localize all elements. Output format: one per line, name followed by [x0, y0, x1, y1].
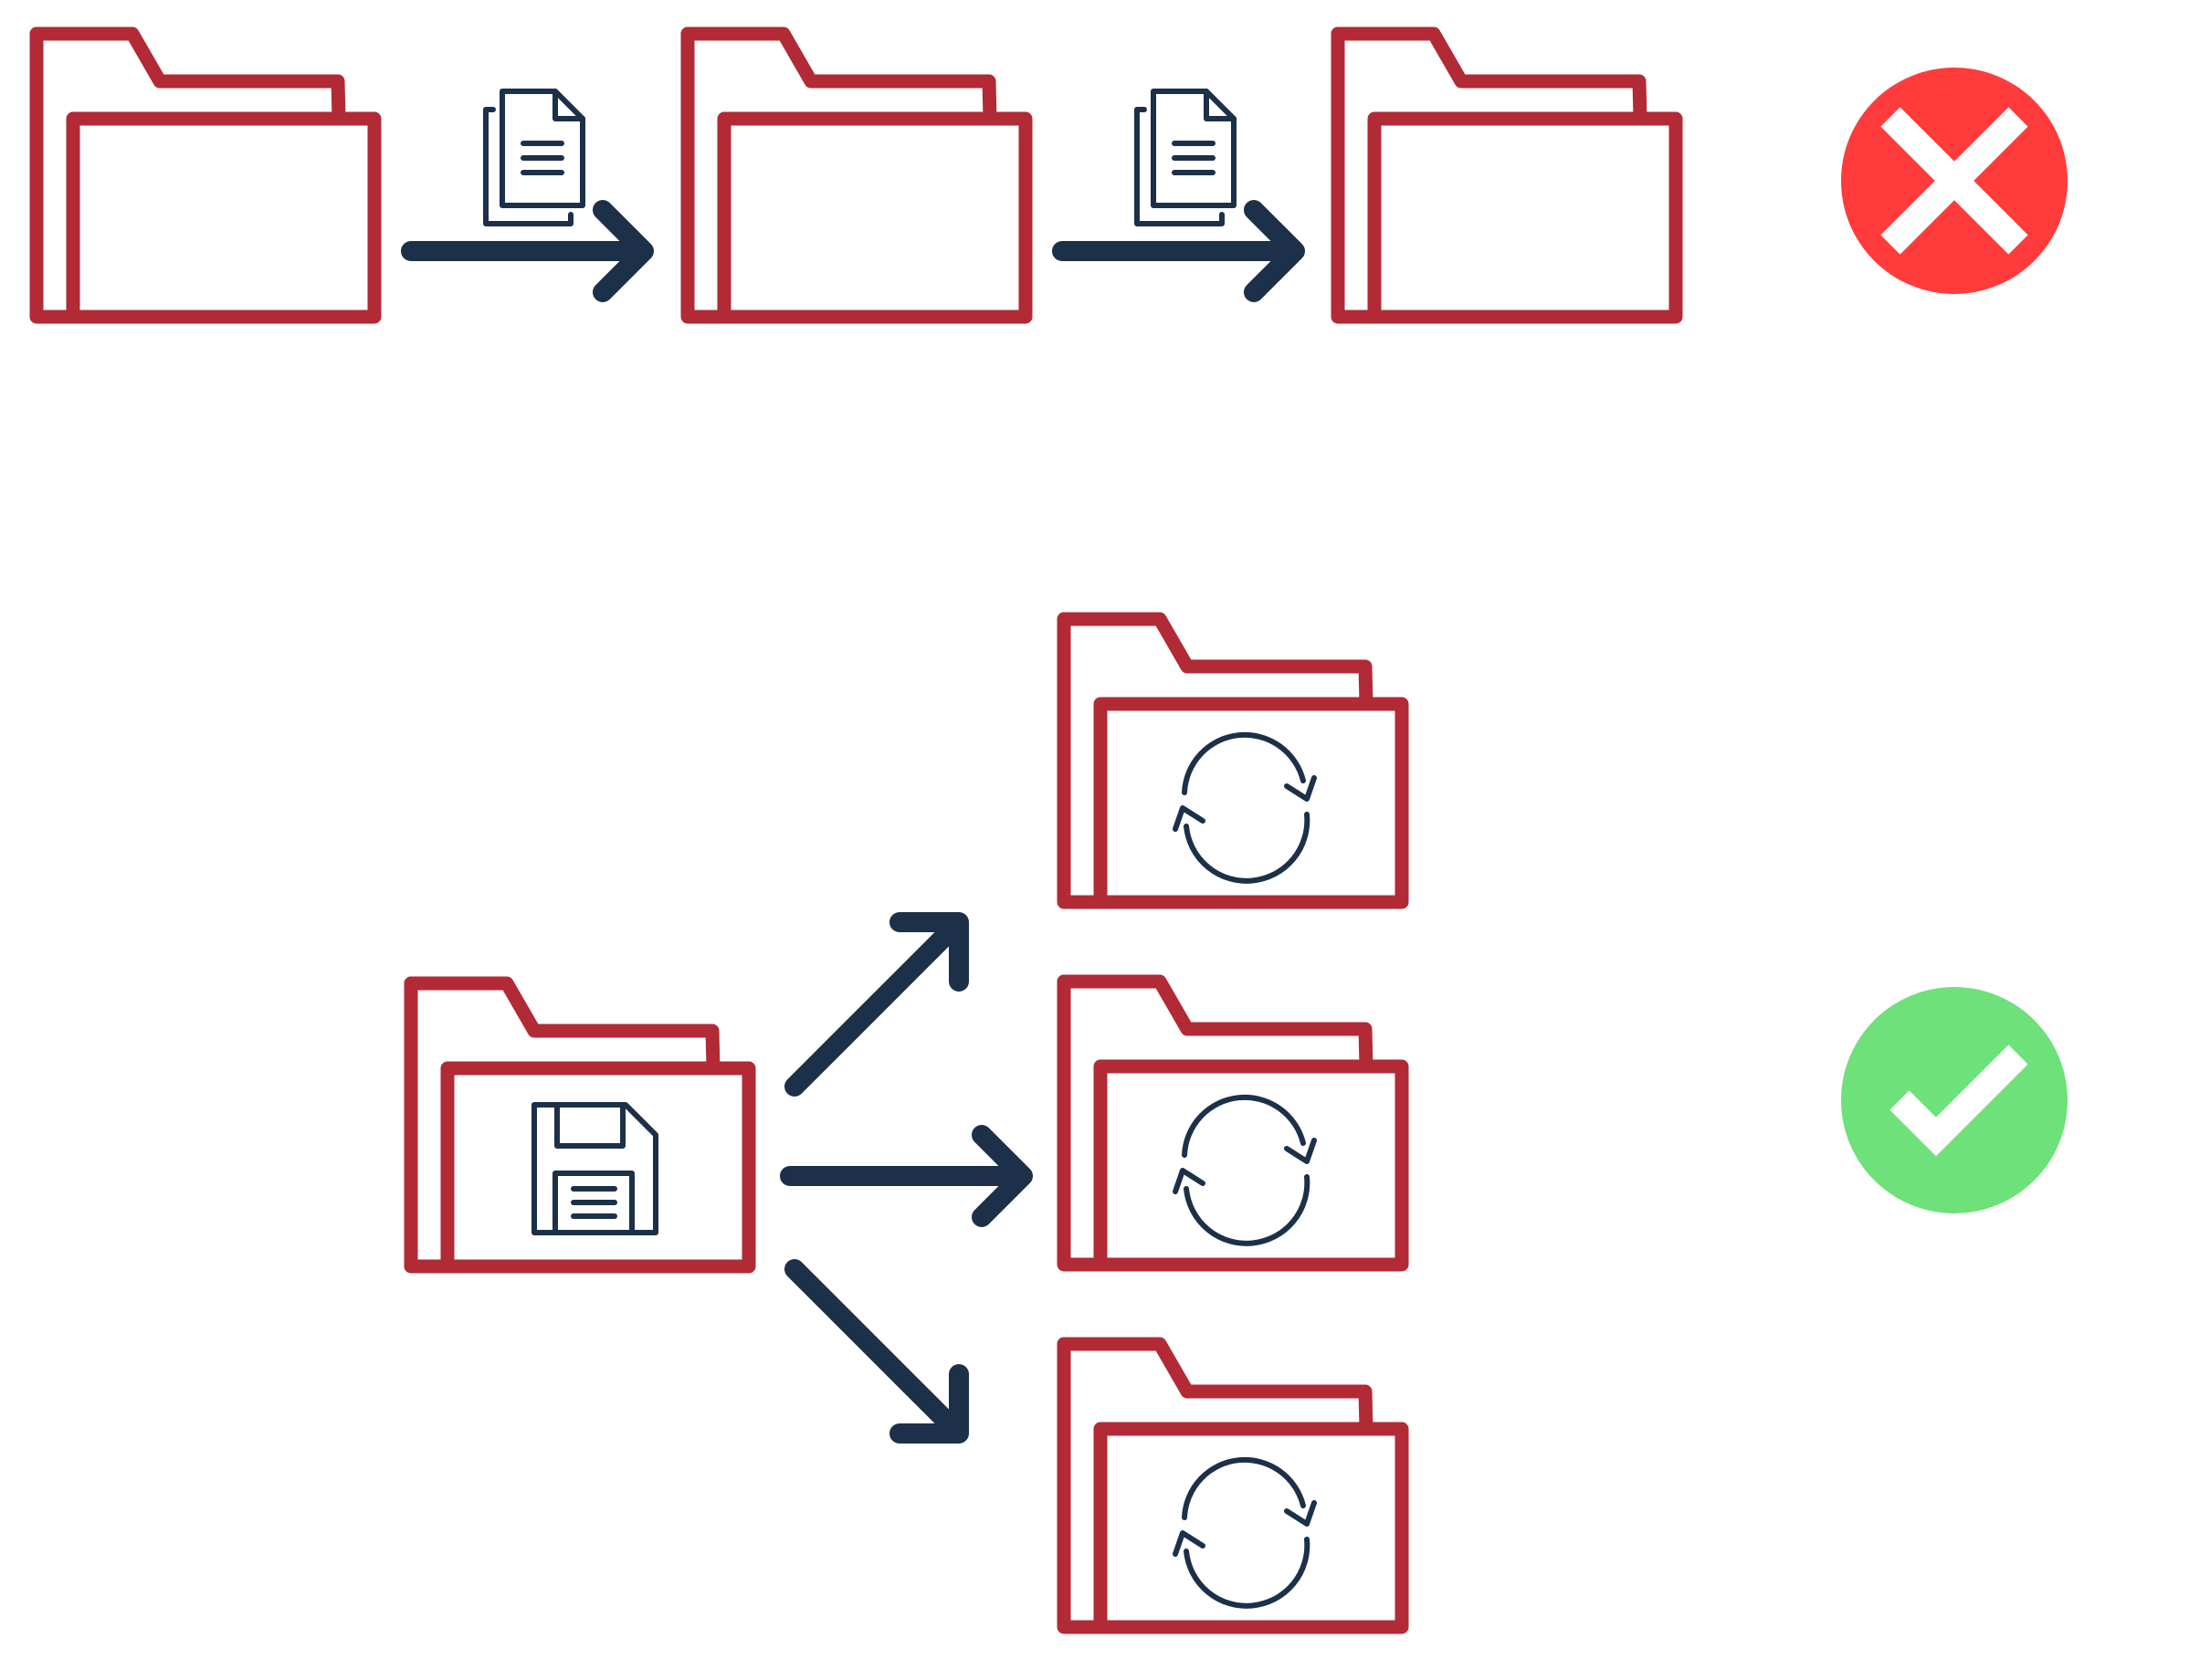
top-folder-2-icon [688, 34, 1026, 317]
accept-badge [1841, 987, 2068, 1213]
top-folder-1-icon [37, 34, 374, 317]
top-transfer-2 [1052, 91, 1305, 302]
arrow-right-icon [780, 1125, 1033, 1227]
target-folder-2 [1064, 982, 1402, 1265]
target-folder-3 [1064, 1344, 1402, 1627]
sync-icon [1175, 1097, 1314, 1244]
top-folder-3-icon [1338, 34, 1676, 317]
check-mark-icon [1889, 1045, 2028, 1157]
target-folder-1 [1064, 619, 1402, 902]
top-transfer-1 [401, 91, 654, 302]
arrow-right-icon [1052, 200, 1305, 302]
x-mark-icon [1880, 107, 2028, 255]
arrow-right-icon [401, 200, 654, 302]
arrow-up-right-icon [784, 912, 969, 1097]
bottom-fanout [411, 619, 2068, 1627]
floppy-disk-icon [534, 1105, 656, 1233]
sync-icon [1175, 1460, 1314, 1606]
copy-documents-icon [1137, 91, 1234, 224]
reject-badge [1841, 68, 2068, 294]
source-folder-icon [411, 983, 749, 1266]
target-folder-icon [1064, 1344, 1402, 1627]
arrow-down-right-icon [784, 1259, 969, 1444]
source-folder [411, 983, 749, 1266]
sync-icon [1175, 735, 1314, 881]
copy-documents-icon [486, 91, 583, 224]
target-folder-icon [1064, 619, 1402, 902]
target-folder-icon [1064, 982, 1402, 1265]
top-chain [37, 34, 2068, 317]
